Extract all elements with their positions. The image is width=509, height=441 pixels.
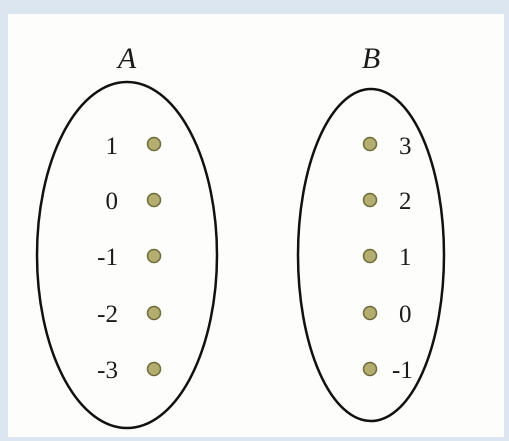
- set-a-label: A: [116, 42, 137, 75]
- set-b-label: B: [362, 42, 380, 75]
- set-a: A 1 0 -1 -2 -3: [35, 42, 219, 430]
- set-a-element-dot: [146, 361, 162, 377]
- set-a-element-label: 0: [106, 188, 119, 215]
- set-b-element-dot: [362, 192, 378, 208]
- set-a-element-dot: [146, 305, 162, 321]
- set-a-element-label: -1: [97, 244, 118, 271]
- set-b-element-label: 2: [399, 188, 412, 215]
- set-a-element-label: -3: [97, 357, 118, 384]
- set-a-ellipse: [35, 80, 219, 430]
- set-a-element-label: -2: [97, 301, 118, 328]
- set-b-element-dot: [362, 248, 378, 264]
- set-a-element-dot: [146, 192, 162, 208]
- set-b-element-label: -1: [392, 357, 413, 384]
- diagram-panel: [8, 14, 504, 437]
- set-b: B 3 2 1 0 -1: [296, 42, 446, 423]
- set-b-element-label: 0: [399, 301, 412, 328]
- set-b-element-dot: [362, 305, 378, 321]
- set-b-element-label: 1: [399, 244, 412, 271]
- set-a-element-dot: [146, 136, 162, 152]
- set-b-element-dot: [362, 361, 378, 377]
- set-a-element-label: 1: [106, 133, 119, 160]
- set-b-element-label: 3: [399, 133, 412, 160]
- set-a-element-dot: [146, 248, 162, 264]
- set-b-ellipse: [296, 87, 446, 423]
- set-b-element-dot: [362, 136, 378, 152]
